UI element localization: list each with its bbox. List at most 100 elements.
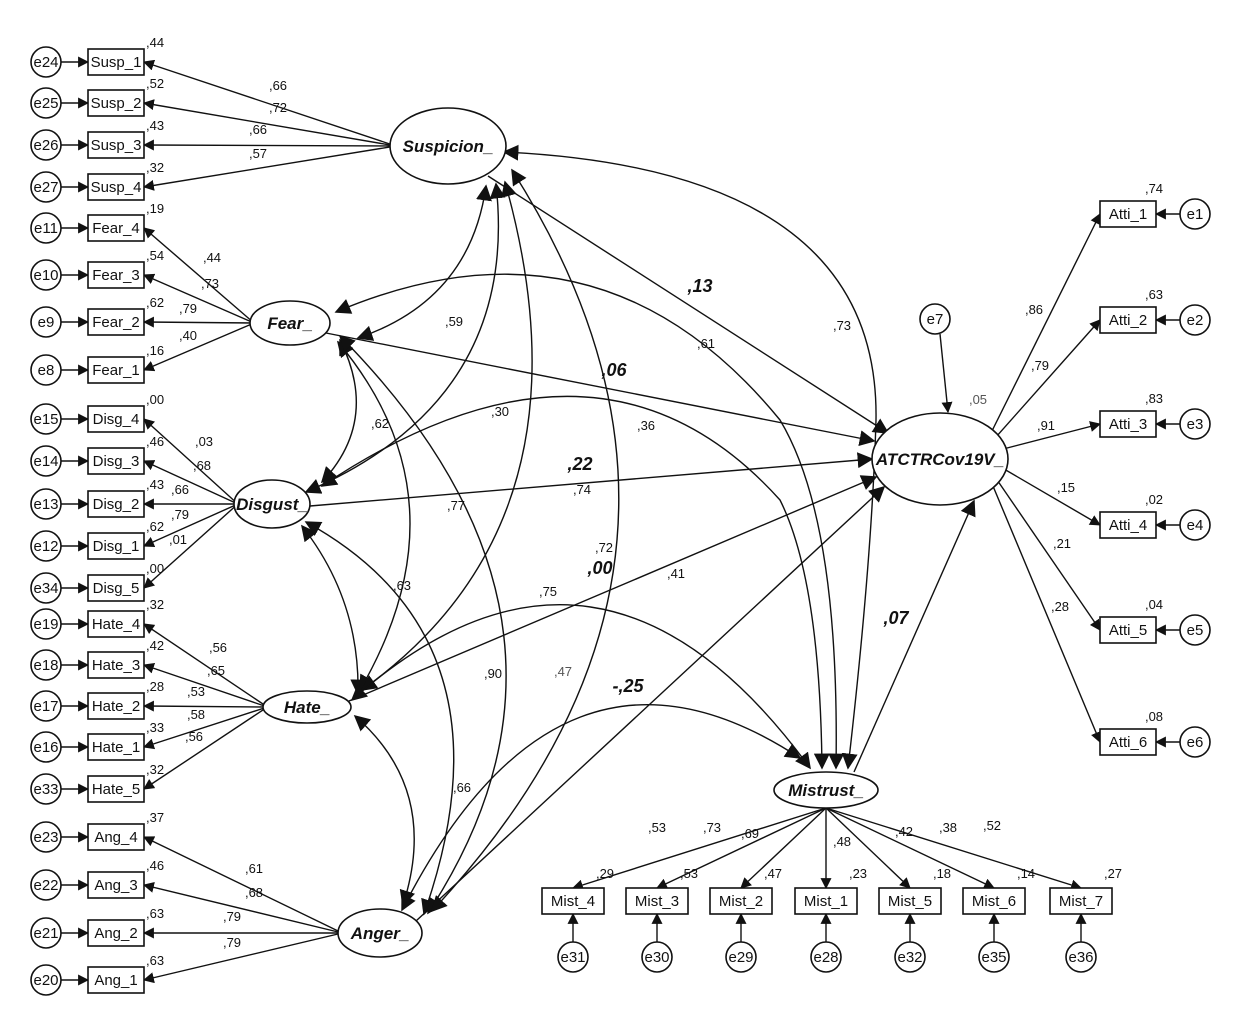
indicator-atti_4[interactable] <box>1099 511 1157 539</box>
error-e20[interactable] <box>30 964 62 996</box>
indicator-hate_1[interactable] <box>87 733 145 761</box>
r2-mist_4: ,29 <box>596 866 614 881</box>
loading-arrow-susp_3 <box>142 139 396 151</box>
latent-hate-label: Hate_ <box>284 698 330 717</box>
loading-arrow-disg_3 <box>143 460 239 505</box>
error-e35[interactable] <box>978 941 1010 973</box>
latent-disgust[interactable] <box>233 479 311 529</box>
error-e36-label: e36 <box>1068 949 1093 966</box>
latent-anger[interactable] <box>337 908 423 958</box>
error-e6[interactable] <box>1179 726 1211 758</box>
latent-fear[interactable] <box>249 300 331 346</box>
loading-fear_4: ,44 <box>203 250 221 265</box>
r2-mist_7: ,27 <box>1104 866 1122 881</box>
indicator-atti_3[interactable] <box>1099 410 1157 438</box>
latent-mistrust[interactable] <box>773 771 879 809</box>
error-e13[interactable] <box>30 488 62 520</box>
indicator-hate_5[interactable] <box>87 775 145 803</box>
error-e19[interactable] <box>30 608 62 640</box>
error-e23[interactable] <box>30 821 62 853</box>
indicator-atti_5[interactable] <box>1099 616 1157 644</box>
loading-arrow-hate_2 <box>142 700 268 712</box>
error-e30[interactable] <box>641 941 673 973</box>
indicator-ang_2[interactable] <box>87 919 145 947</box>
error-e1[interactable] <box>1179 198 1211 230</box>
error-e10[interactable] <box>30 259 62 291</box>
cov-label-fear-mistrust: ,61 <box>697 336 715 351</box>
error-e12[interactable] <box>30 530 62 562</box>
error-e17[interactable] <box>30 690 62 722</box>
indicator-disg_4[interactable] <box>87 405 145 433</box>
indicator-susp_3[interactable] <box>87 131 145 159</box>
error-e8[interactable] <box>30 354 62 386</box>
error-e15[interactable] <box>30 403 62 435</box>
indicator-susp_4[interactable] <box>87 173 145 201</box>
error-e33[interactable] <box>30 773 62 805</box>
indicator-hate_4[interactable] <box>87 610 145 638</box>
indicator-susp_1[interactable] <box>87 48 145 76</box>
error-e28[interactable] <box>810 941 842 973</box>
error-e4[interactable] <box>1179 509 1211 541</box>
indicator-fear_4-label: Fear_4 <box>92 220 140 237</box>
indicator-mist_3[interactable] <box>625 887 689 915</box>
error-e22[interactable] <box>30 869 62 901</box>
error-e14[interactable] <box>30 445 62 477</box>
loading-fear_1: ,40 <box>179 328 197 343</box>
error-e33-label: e33 <box>33 781 58 798</box>
indicator-disg_2[interactable] <box>87 490 145 518</box>
error-e24[interactable] <box>30 46 62 78</box>
error-e5[interactable] <box>1179 614 1211 646</box>
indicator-disg_5[interactable] <box>87 574 145 602</box>
error-e32[interactable] <box>894 941 926 973</box>
indicator-ang_3[interactable] <box>87 871 145 899</box>
error-e34[interactable] <box>30 572 62 604</box>
loading-arrow-disg_4 <box>143 418 239 505</box>
indicator-mist_1[interactable] <box>794 887 858 915</box>
indicator-atti_2[interactable] <box>1099 306 1157 334</box>
indicator-atti_6-label: Atti_6 <box>1109 734 1147 751</box>
error-e2[interactable] <box>1179 304 1211 336</box>
error-e11[interactable] <box>30 212 62 244</box>
cov-disgust-suspicion <box>304 182 506 494</box>
indicator-mist_7[interactable] <box>1049 887 1113 915</box>
error-e9[interactable] <box>30 306 62 338</box>
indicator-fear_2[interactable] <box>87 308 145 336</box>
indicator-atti_6[interactable] <box>1099 728 1157 756</box>
indicator-ang_4[interactable] <box>87 823 145 851</box>
error-e31[interactable] <box>557 941 589 973</box>
indicator-disg_3[interactable] <box>87 447 145 475</box>
indicator-mist_5[interactable] <box>878 887 942 915</box>
latent-hate[interactable] <box>262 690 352 724</box>
error-e7[interactable] <box>919 303 951 335</box>
indicator-mist_4[interactable] <box>541 887 605 915</box>
indicator-hate_2[interactable] <box>87 692 145 720</box>
indicator-fear_3[interactable] <box>87 261 145 289</box>
indicator-disg_1[interactable] <box>87 532 145 560</box>
r2-ang_4: ,37 <box>146 810 164 825</box>
indicator-hate_3[interactable] <box>87 651 145 679</box>
error-e19-label: e19 <box>33 616 58 633</box>
error-e27[interactable] <box>30 171 62 203</box>
error-e29[interactable] <box>725 941 757 973</box>
indicator-mist_2[interactable] <box>709 887 773 915</box>
indicator-disg_2-label: Disg_2 <box>93 496 140 513</box>
latent-atctr[interactable] <box>871 412 1009 506</box>
indicator-susp_2[interactable] <box>87 89 145 117</box>
latent-suspicion[interactable] <box>389 107 507 185</box>
loading-arrow-susp_2 <box>142 99 396 147</box>
error-e18[interactable] <box>30 649 62 681</box>
error-e26[interactable] <box>30 129 62 161</box>
error-e36[interactable] <box>1065 941 1097 973</box>
indicator-fear_4[interactable] <box>87 214 145 242</box>
path-hate-atctr <box>348 475 878 702</box>
indicator-ang_1[interactable] <box>87 966 145 994</box>
error-arrow-e7 <box>939 333 953 414</box>
error-e3[interactable] <box>1179 408 1211 440</box>
error-e25[interactable] <box>30 87 62 119</box>
indicator-mist_6[interactable] <box>962 887 1026 915</box>
r2-mist_5: ,18 <box>933 866 951 881</box>
error-e21[interactable] <box>30 917 62 949</box>
error-e16[interactable] <box>30 731 62 763</box>
indicator-atti_1[interactable] <box>1099 200 1157 228</box>
indicator-fear_1[interactable] <box>87 356 145 384</box>
